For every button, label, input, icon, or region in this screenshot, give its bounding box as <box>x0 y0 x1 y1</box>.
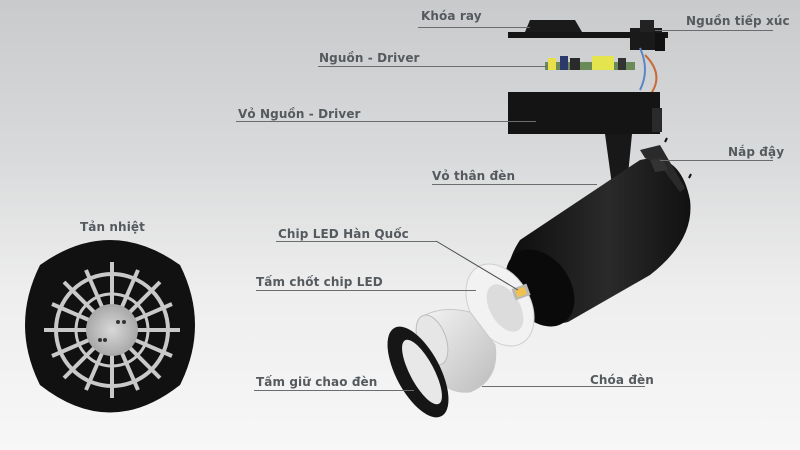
leader-line-led-chip <box>435 240 519 291</box>
label-chip-holder: Tấm chốt chip LED <box>256 275 383 289</box>
leader-line-end-cap <box>660 160 773 161</box>
label-led-chip: Chip LED Hàn Quốc <box>278 227 409 241</box>
leader-line-contact-power <box>655 30 773 31</box>
label-end-cap: Nắp đậy <box>728 145 785 159</box>
heat-sink-part <box>25 240 195 413</box>
leader-line-driver <box>318 66 548 67</box>
track-lock-part <box>508 20 668 51</box>
label-driver: Nguồn - Driver <box>319 51 420 65</box>
leader-line-track-lock <box>418 27 530 28</box>
label-heat-sink: Tản nhiệt <box>80 220 145 234</box>
reflector-holder-part <box>387 326 449 418</box>
end-cap-part <box>640 137 692 192</box>
label-driver-housing: Vỏ Nguồn - Driver <box>238 107 361 121</box>
label-reflector: Chóa đèn <box>590 373 654 387</box>
leader-line-reflector-holder <box>254 390 414 391</box>
label-body-housing: Vỏ thân đèn <box>432 169 516 183</box>
leader-line-driver-housing <box>236 121 536 122</box>
driver-board-part <box>545 47 658 96</box>
led-chip-part <box>511 283 531 301</box>
leader-line-reflector <box>482 386 645 387</box>
label-reflector-holder: Tấm giữ chao đèn <box>256 375 378 389</box>
label-contact-power: Nguồn tiếp xúc <box>686 14 790 28</box>
leader-line-chip-holder <box>256 290 476 291</box>
leader-line-body-housing <box>432 184 597 185</box>
leader-line-led-chip-horizontal <box>276 241 436 242</box>
label-track-lock: Khóa ray <box>421 9 482 23</box>
driver-housing-part <box>508 92 662 134</box>
